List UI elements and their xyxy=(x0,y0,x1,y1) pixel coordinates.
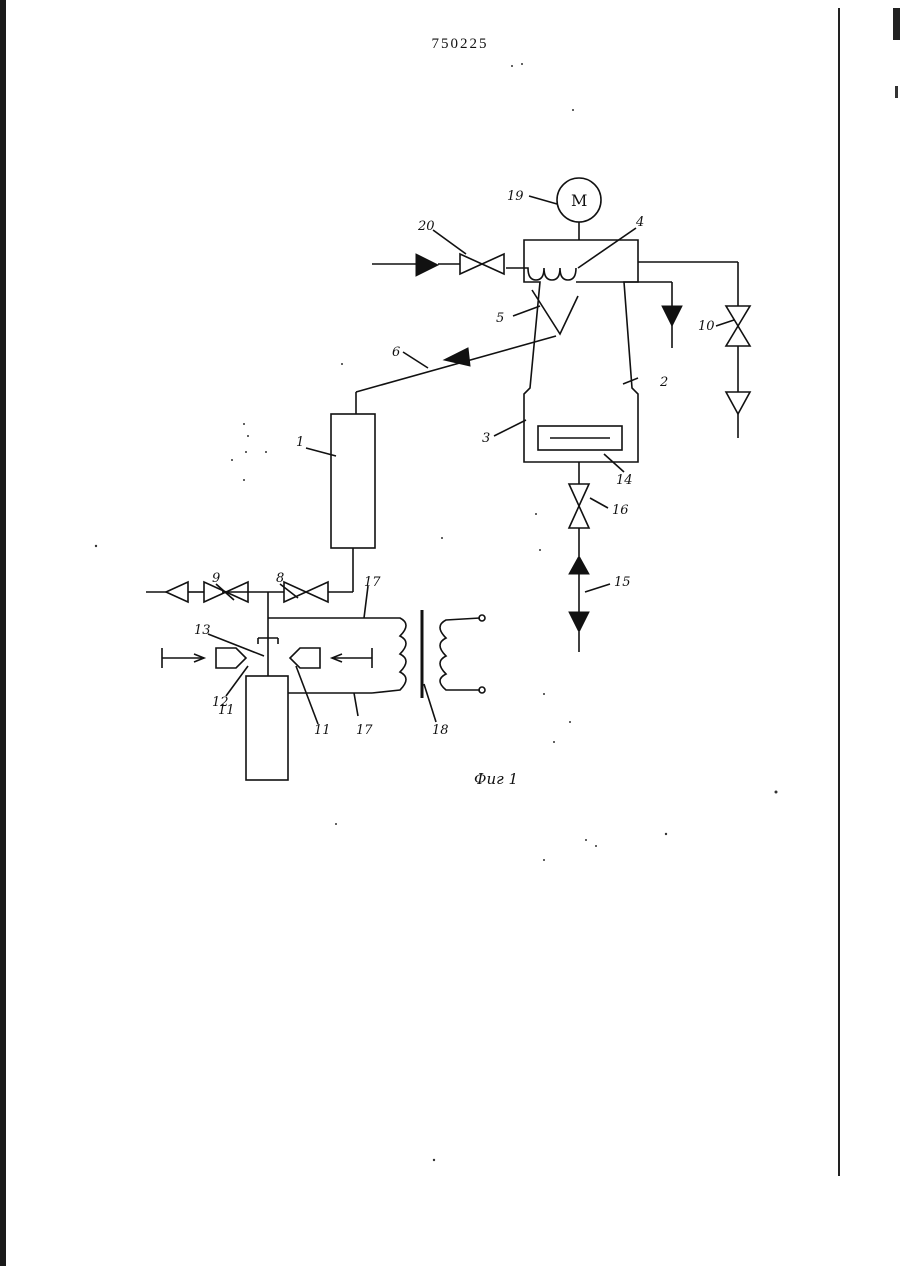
label-15: 15 xyxy=(614,575,631,590)
electrode-right xyxy=(290,648,320,668)
flow-arrow-up xyxy=(569,556,589,574)
label-12: 13 xyxy=(194,623,211,638)
label-9: 9 xyxy=(212,571,220,586)
label-10: 10 xyxy=(698,319,715,334)
transformer-secondary xyxy=(440,618,480,690)
label-17-bottom: 17 xyxy=(356,723,373,738)
label-14: 14 xyxy=(616,473,633,488)
label-19: 19 xyxy=(507,189,524,204)
label-5: 5 xyxy=(496,311,504,326)
reactor-vessel xyxy=(524,240,638,462)
label-2: 2 xyxy=(659,375,668,390)
flow-arrow-down xyxy=(569,612,589,632)
label-18: 18 xyxy=(432,723,449,738)
label-3: 3 xyxy=(482,431,490,446)
label-17-top: 17 xyxy=(364,575,381,590)
inlet-arrow xyxy=(416,254,438,276)
outlet-arrow xyxy=(726,392,750,414)
collection-vessel xyxy=(246,676,288,780)
vent-arrow xyxy=(166,582,188,602)
label-11-left: 11 xyxy=(218,703,235,718)
transformer-primary xyxy=(372,618,406,693)
label-8: 8 xyxy=(276,571,284,586)
distillation-column xyxy=(331,414,375,548)
electrode-left xyxy=(216,648,246,668)
heating-coil xyxy=(506,268,576,280)
label-1: 1 xyxy=(296,435,304,450)
label-16: 16 xyxy=(612,503,629,518)
label-6: 6 xyxy=(392,345,400,360)
label-11-right: 11 xyxy=(314,723,331,738)
figure-caption: Фиг 1 xyxy=(474,770,518,788)
label-20: 20 xyxy=(417,219,435,234)
flow-arrow-6 xyxy=(444,348,470,366)
drain-arrow xyxy=(662,306,682,326)
label-4: 4 xyxy=(635,215,644,230)
motor-letter: M xyxy=(571,191,587,210)
